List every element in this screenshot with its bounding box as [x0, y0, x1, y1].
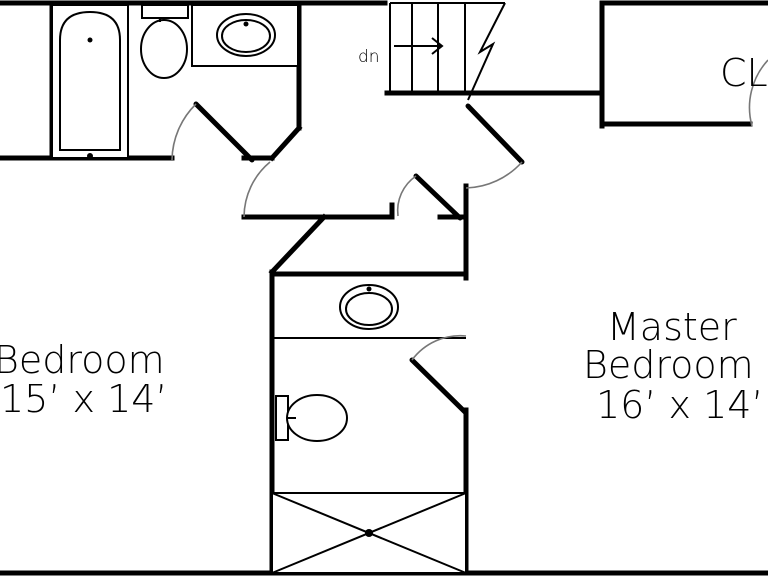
- door-hall-closet: [413, 173, 463, 221]
- bedroom-left-labels: Bedroom 15’ x 14’: [0, 338, 168, 421]
- bedroom-left-name: Bedroom: [0, 338, 165, 382]
- door-master: [465, 103, 525, 165]
- sink-icon: [191, 4, 299, 67]
- master-bedroom-size: 16’ x 14’: [596, 383, 764, 427]
- toilet-icon: [140, 4, 189, 79]
- stairs: dn: [358, 2, 605, 101]
- door-bath-top: [193, 101, 255, 163]
- closet: CL: [599, 0, 768, 129]
- bathroom-top-left: [0, 2, 303, 163]
- bedroom-left-size: 15’ x 14’: [0, 377, 168, 421]
- bathtub-icon: [51, 4, 129, 159]
- toilet-icon: [275, 394, 348, 442]
- master-bedroom-name-line2: Bedroom: [583, 343, 754, 387]
- hallway: [241, 103, 525, 281]
- shower-icon: [271, 492, 467, 574]
- master-bedroom-name-line1: Master: [607, 305, 737, 349]
- master-bedroom-labels: Master Bedroom 16’ x 14’: [583, 305, 764, 427]
- closet-label: CL: [720, 51, 768, 95]
- door-bath-center: [409, 357, 469, 416]
- bathroom-center: [268, 213, 469, 576]
- sink-icon: [339, 284, 399, 330]
- stairs-down-label: dn: [358, 47, 380, 67]
